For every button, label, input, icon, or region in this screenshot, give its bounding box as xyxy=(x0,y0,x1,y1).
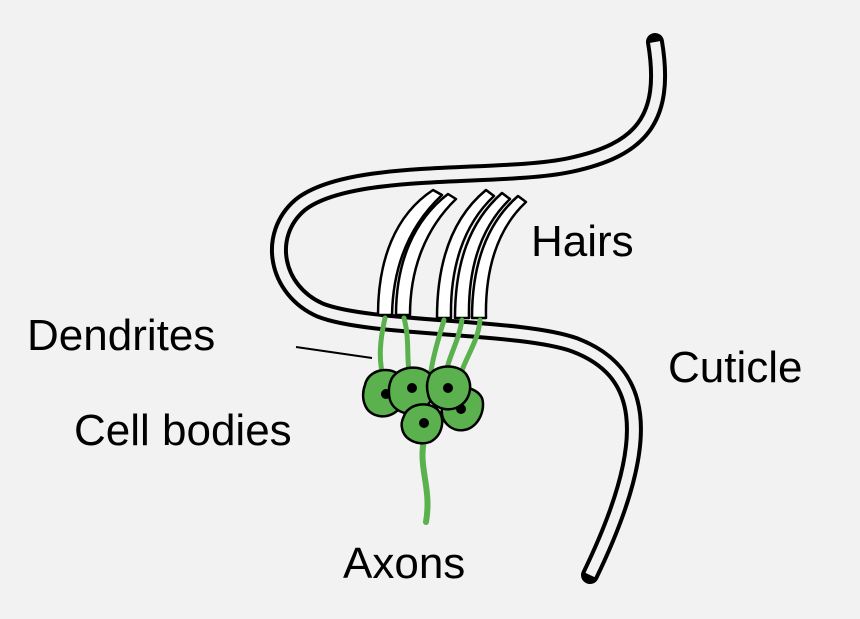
cell-bodies xyxy=(361,365,485,445)
hair-3 xyxy=(435,188,496,320)
hairs xyxy=(376,188,528,320)
nucleus-4 xyxy=(419,418,429,428)
cuticle-label: Cuticle xyxy=(668,343,803,392)
cell-bodies-label: Cell bodies xyxy=(74,406,292,455)
hair-5 xyxy=(470,194,528,320)
cuticle xyxy=(270,33,668,584)
nucleus-3 xyxy=(443,383,453,393)
nucleus-2 xyxy=(407,383,417,393)
hairs-label: Hairs xyxy=(531,217,634,266)
axons-label: Axons xyxy=(343,539,466,588)
dendrites-pointer-line xyxy=(295,346,373,359)
dendrites-label: Dendrites xyxy=(27,311,216,360)
hair-2 xyxy=(394,192,458,317)
axon xyxy=(419,437,431,525)
hair-4 xyxy=(453,191,512,320)
hair-1 xyxy=(376,188,444,317)
